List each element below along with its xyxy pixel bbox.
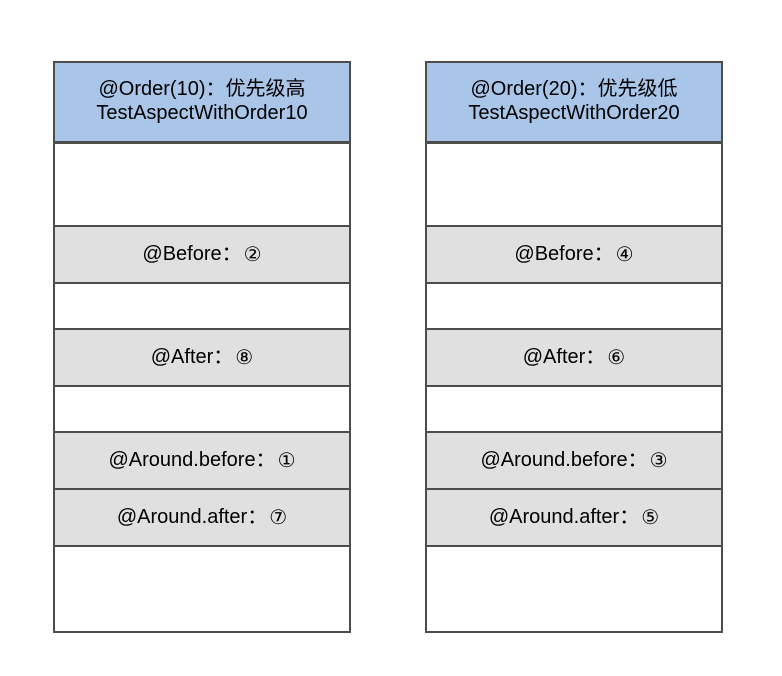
aspect-advice-order20-after-label: @After： <box>522 345 606 368</box>
aspect-advice-order20-before-label: @Before： <box>514 242 614 265</box>
aspect-advice-order20-around-before-label: @Around.before： <box>480 448 648 471</box>
aspect-table-order10: @Order(10)：优先级高 TestAspectWithOrder10 @B… <box>53 61 351 633</box>
aspect-header-order20-line2: TestAspectWithOrder20 <box>468 102 680 124</box>
aspect-advice-order10-after: @After：⑧ <box>55 330 349 387</box>
aspect-spacer-order20-4 <box>427 547 721 631</box>
aspect-advice-order10-around-before: @Around.before：① <box>55 433 349 490</box>
aspect-header-order20-line1: @Order(20)：优先级低 <box>470 78 678 101</box>
aspect-header-order20: @Order(20)：优先级低 TestAspectWithOrder20 <box>427 63 721 144</box>
aspect-spacer-order10-3 <box>55 387 349 433</box>
aspect-advice-order20-before: @Before：④ <box>427 227 721 284</box>
aspect-header-order10-line2: TestAspectWithOrder10 <box>96 102 308 124</box>
aspect-advice-order20-before-number: ④ <box>615 241 634 266</box>
aspect-header-order10-line1: @Order(10)：优先级高 <box>98 78 306 101</box>
aspect-advice-order20-around-after-number: ⑤ <box>641 504 660 529</box>
aspect-table-order20: @Order(20)：优先级低 TestAspectWithOrder20 @B… <box>425 61 723 633</box>
aspect-spacer-order10-1 <box>55 144 349 227</box>
aspect-spacer-order10-4 <box>55 547 349 631</box>
aspect-advice-order20-around-after-label: @Around.after： <box>488 505 640 528</box>
aspect-advice-order10-before-label: @Before： <box>142 242 242 265</box>
aspect-advice-order10-around-after-label: @Around.after： <box>116 505 268 528</box>
aspect-advice-order20-after-number: ⑥ <box>607 344 626 369</box>
aspect-advice-order10-around-after: @Around.after：⑦ <box>55 490 349 547</box>
aspect-advice-order10-around-before-label: @Around.before： <box>108 448 276 471</box>
aspect-spacer-order10-2 <box>55 284 349 330</box>
aspect-spacer-order20-1 <box>427 144 721 227</box>
aspect-advice-order10-after-label: @After： <box>150 345 234 368</box>
aspect-advice-order10-after-number: ⑧ <box>235 344 254 369</box>
aspect-advice-order10-around-before-number: ① <box>277 447 296 472</box>
aspect-advice-order20-around-before: @Around.before：③ <box>427 433 721 490</box>
aspect-advice-order10-before: @Before：② <box>55 227 349 284</box>
aspect-advice-order10-around-after-number: ⑦ <box>269 504 288 529</box>
aspect-spacer-order20-3 <box>427 387 721 433</box>
aspect-advice-order10-before-number: ② <box>243 241 262 266</box>
aspect-advice-order20-around-before-number: ③ <box>649 447 668 472</box>
aspect-spacer-order20-2 <box>427 284 721 330</box>
aspect-advice-order20-around-after: @Around.after：⑤ <box>427 490 721 547</box>
aspect-advice-order20-after: @After：⑥ <box>427 330 721 387</box>
aspect-header-order10: @Order(10)：优先级高 TestAspectWithOrder10 <box>55 63 349 144</box>
